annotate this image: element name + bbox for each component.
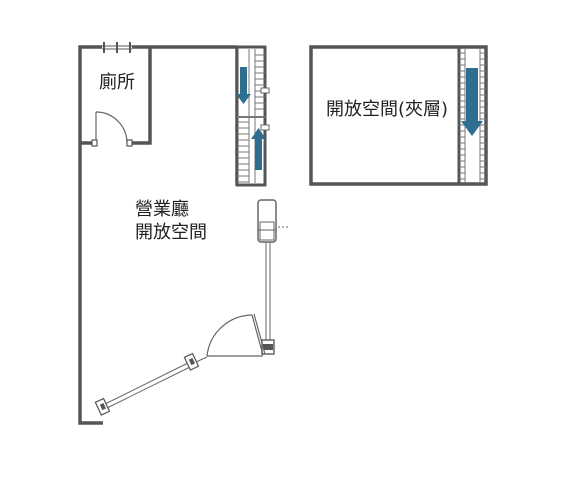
top-window [102,42,132,53]
room-label-mezzanine: 開放空間(夾層) [326,99,449,120]
stair-arrow-down [236,67,251,104]
mezzanine-stair-arrow [461,68,483,136]
mezzanine-walls [309,45,488,186]
room-label-main-line2: 開放空間 [135,222,207,243]
toilet-walls [80,47,152,145]
door-posts [94,352,200,416]
room-label-toilet: 廁所 [99,72,135,93]
room-label-main-line1: 營業廳 [135,199,189,220]
shutter [257,199,290,355]
stair-markers [260,87,270,131]
toilet-door [91,111,133,147]
stair-arrow-up [251,128,266,170]
entrance-door [206,313,266,357]
front-wall [102,356,208,410]
